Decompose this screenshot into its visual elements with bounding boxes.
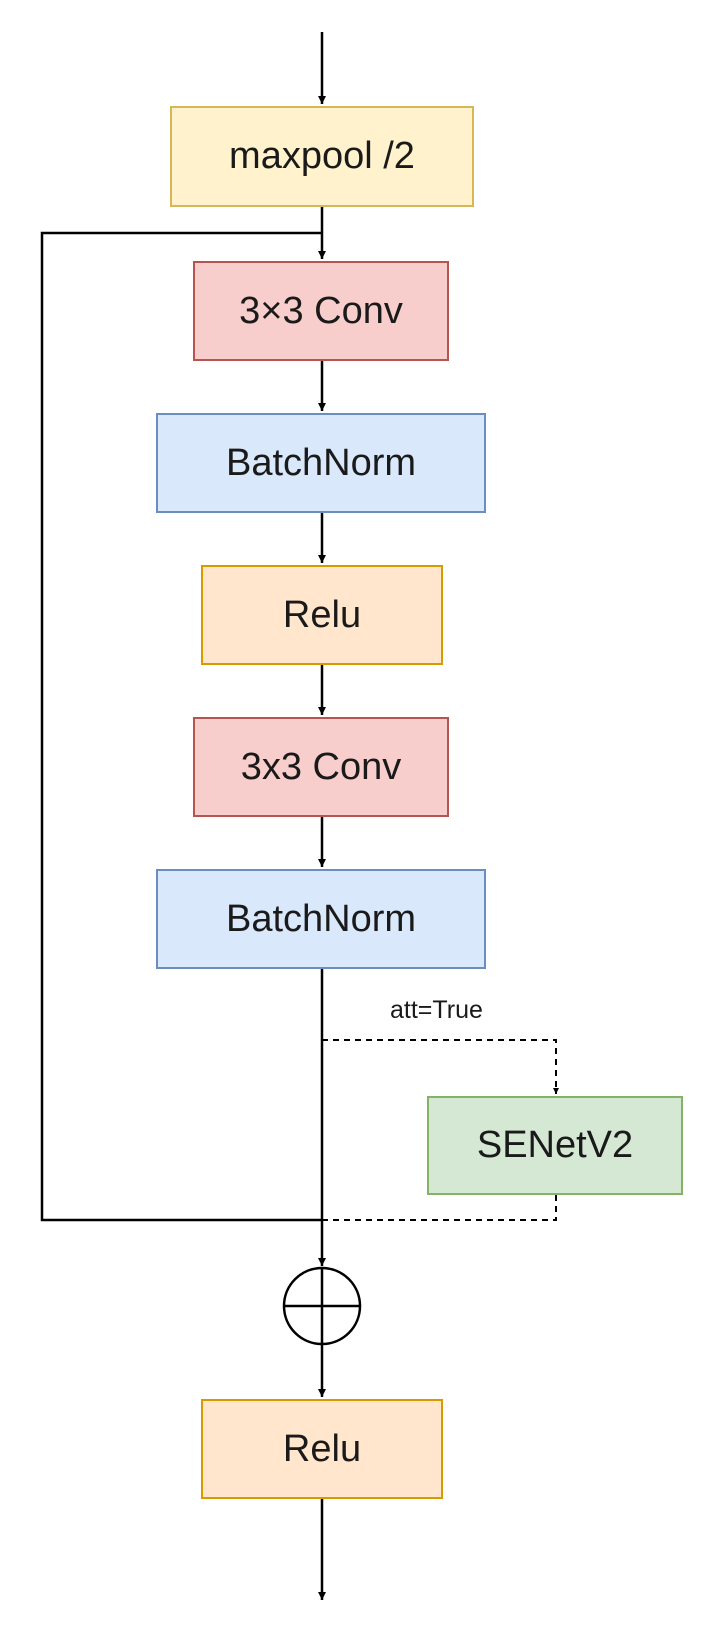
attention-condition-label: att=True	[390, 996, 483, 1024]
senetv2-node: SENetV2	[427, 1096, 683, 1195]
conv1-label: 3×3 Conv	[239, 289, 403, 332]
batchnorm1-label: BatchNorm	[225, 441, 417, 484]
conv1-node: 3×3 Conv	[193, 261, 449, 361]
maxpool-node: maxpool /2	[170, 106, 474, 207]
circle-plus-icon	[282, 1266, 362, 1346]
attention-branch-from-senet	[322, 1195, 557, 1221]
batchnorm1-node: BatchNorm	[156, 413, 486, 513]
conv2-node: 3x3 Conv	[193, 717, 449, 817]
attention-branch-to-senet	[322, 1039, 559, 1094]
maxpool-label: maxpool /2	[229, 135, 415, 177]
batchnorm2-node: BatchNorm	[156, 869, 486, 969]
relu2-label: Relu	[282, 1427, 362, 1470]
relu1-label: Relu	[282, 593, 362, 636]
relu2-node: Relu	[201, 1399, 443, 1499]
senetv2-label: SENetV2	[476, 1124, 634, 1166]
conv2-label: 3x3 Conv	[240, 745, 402, 788]
relu1-node: Relu	[201, 565, 443, 665]
skip-connection-line	[40, 231, 322, 1222]
batchnorm2-label: BatchNorm	[225, 897, 417, 940]
